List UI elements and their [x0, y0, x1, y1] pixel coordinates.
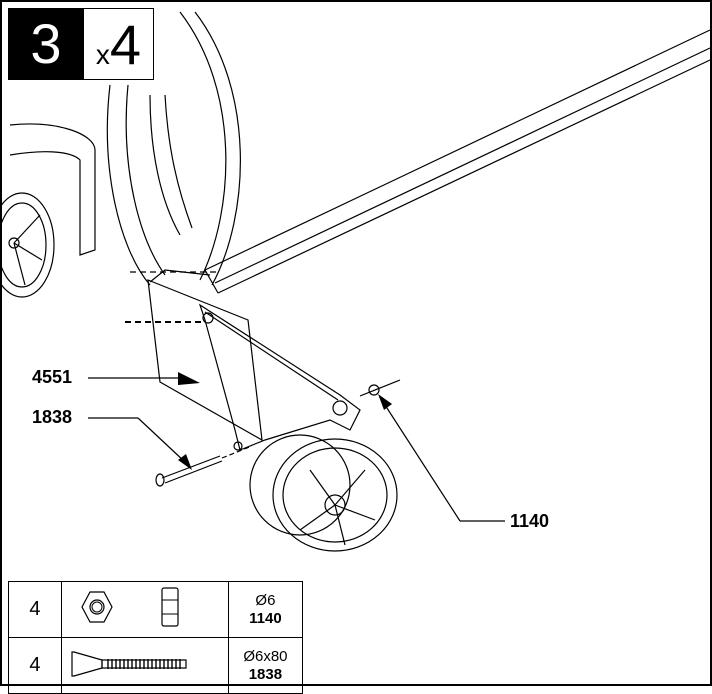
- hex-nut-icon: [81, 587, 179, 627]
- callout-4551: 4551: [32, 367, 73, 387]
- left-bracket: [9, 123, 96, 256]
- bolt-icon: [71, 651, 187, 677]
- nut-drawing: [359, 379, 401, 397]
- mounting-plate: [125, 269, 263, 442]
- callout-1140: 1140: [510, 511, 550, 531]
- left-wheel: [0, 192, 55, 298]
- step-multiplier: x4: [84, 8, 154, 80]
- front-wheel: [249, 434, 398, 552]
- part-qty: 4: [8, 637, 62, 694]
- part-size: Ø6: [255, 591, 276, 609]
- callout-1838: 1838: [32, 407, 73, 427]
- part-qty: 4: [8, 581, 62, 638]
- table-row: 4 Ø6 1140: [8, 581, 304, 638]
- parts-table: 4 Ø6 1140 4: [8, 581, 304, 694]
- part-spec: Ø6x80 1838: [227, 637, 304, 694]
- multiplier-prefix: x: [95, 39, 110, 70]
- step-number: 3: [8, 8, 84, 80]
- foot-leg: [198, 303, 361, 451]
- part-size: Ø6x80: [243, 647, 288, 665]
- rear-rail: [204, 29, 711, 294]
- part-code: 1140: [249, 609, 282, 627]
- part-icon-cell: [60, 637, 229, 694]
- multiplier-value: 4: [109, 13, 142, 76]
- part-icon-cell: [60, 581, 229, 638]
- main-frame-arc: [106, 11, 241, 286]
- bolt-drawing: [155, 445, 253, 487]
- part-spec: Ø6 1140: [227, 581, 304, 638]
- part-code: 1838: [248, 665, 283, 683]
- table-row: 4 Ø6x80 18: [8, 637, 304, 694]
